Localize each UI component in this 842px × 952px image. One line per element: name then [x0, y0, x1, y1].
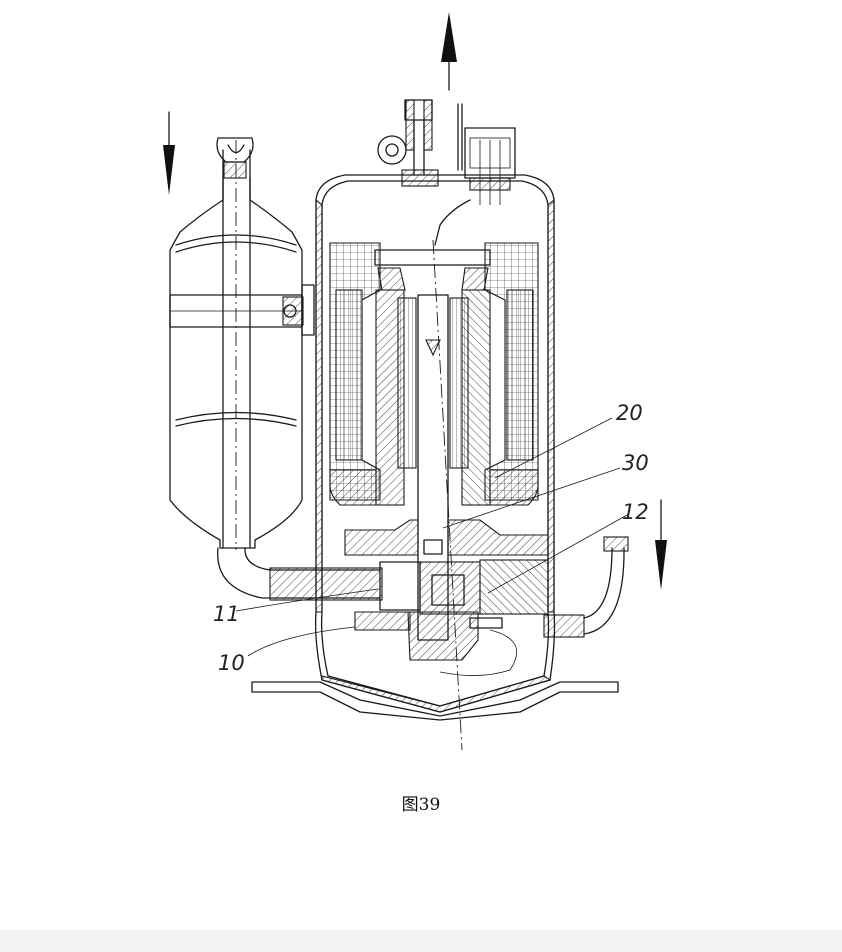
mounting-base — [251, 681, 619, 721]
outlet-pipe — [543, 536, 629, 638]
label-12: 12 — [622, 500, 649, 524]
discharge-arrow-icon — [441, 12, 457, 91]
pump-assembly — [354, 559, 549, 676]
terminal-cover — [434, 103, 516, 246]
label-10: 10 — [218, 651, 245, 675]
main-bearing — [344, 519, 549, 556]
stator — [329, 242, 539, 501]
label-11: 11 — [213, 602, 240, 626]
label-20: 20 — [616, 401, 643, 425]
outlet-arrow-icon — [655, 499, 667, 590]
accumulator — [169, 137, 315, 550]
page-bottom-strip — [0, 930, 842, 952]
inlet-arrow-icon — [163, 111, 175, 195]
suction-pipe — [217, 547, 383, 601]
leader-lines — [235, 417, 628, 657]
rotor — [329, 289, 539, 506]
label-30: 30 — [622, 451, 649, 475]
discharge-pipe — [377, 99, 439, 187]
figure-caption: 图39 — [401, 795, 441, 815]
